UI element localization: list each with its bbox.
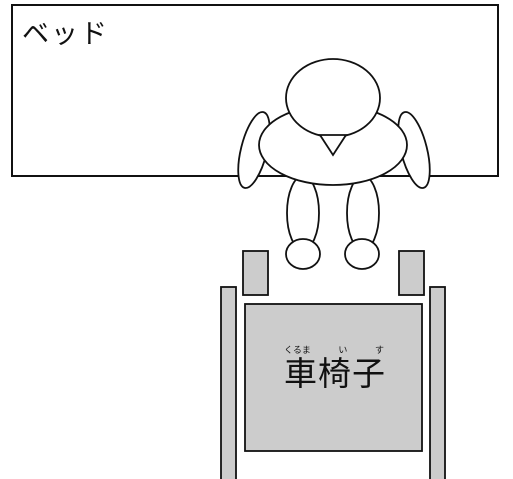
wheelchair-label-group: くるま い す 車椅子 [282, 346, 388, 392]
chin-marker [318, 134, 348, 157]
furigana-kuruma: くるま [284, 346, 311, 356]
left-wheel [220, 286, 237, 479]
left-foot [285, 238, 321, 270]
right-wheel [429, 286, 446, 479]
right-footrest [398, 250, 425, 296]
right-foot [344, 238, 380, 270]
bed-label: ベッド [22, 19, 109, 50]
wheelchair-seat [244, 303, 423, 452]
left-footrest [242, 250, 269, 296]
furigana-su: す [374, 346, 384, 356]
person-head [285, 58, 381, 138]
wheelchair-furigana: くるま い す [282, 346, 388, 356]
furigana-i: い [338, 346, 348, 356]
wheelchair-label: 車椅子 [284, 354, 386, 393]
